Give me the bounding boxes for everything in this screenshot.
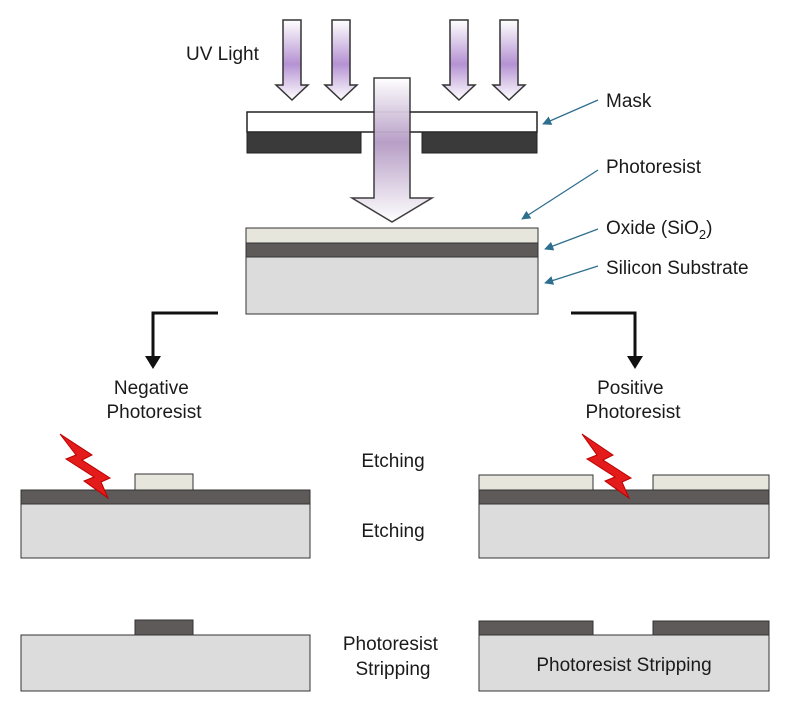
photoresist-label: Photoresist bbox=[606, 157, 702, 178]
substrate-leader bbox=[544, 265, 599, 285]
positive-resist-right bbox=[652, 474, 770, 491]
down-arrow-icon bbox=[274, 19, 310, 102]
negative-photoresist-title: Negative Photoresist bbox=[106, 378, 202, 423]
oxide-label-subscript: 2 bbox=[699, 227, 706, 242]
negative-branch-arrow bbox=[151, 311, 218, 358]
lightning-icon bbox=[59, 433, 112, 500]
negative-title-line2: Photoresist bbox=[106, 402, 202, 423]
down-arrow-icon bbox=[323, 19, 359, 102]
leader-lines bbox=[521, 99, 599, 285]
stripping-line2: Stripping bbox=[356, 659, 431, 680]
stripping-line1: Photoresist bbox=[343, 634, 439, 655]
exposure-arrow bbox=[349, 77, 435, 223]
uv-light-label: UV Light bbox=[186, 44, 260, 65]
positive-photoresist-title: Positive Photoresist bbox=[585, 378, 681, 423]
positive-oxide-left bbox=[478, 620, 594, 636]
negative-final-substrate bbox=[20, 634, 311, 692]
silicon-substrate-label: Silicon Substrate bbox=[606, 258, 749, 279]
negative-stripped-wafer bbox=[20, 619, 311, 692]
lightning-icon bbox=[581, 433, 633, 500]
silicon-substrate bbox=[245, 256, 539, 315]
mask-opaque-left bbox=[246, 131, 362, 154]
negative-oxide-feature bbox=[134, 619, 194, 636]
photoresist-leader bbox=[521, 169, 599, 220]
stripping-right-label: Photoresist Stripping bbox=[536, 655, 711, 676]
negative-substrate bbox=[20, 503, 311, 559]
oxide-leader bbox=[544, 228, 599, 251]
mask-label: Mask bbox=[606, 91, 652, 112]
mask-leader bbox=[542, 99, 599, 125]
wafer-stack bbox=[245, 227, 539, 315]
etching-middle-label: Etching bbox=[361, 521, 424, 542]
oxide-label-close: ) bbox=[706, 218, 712, 239]
positive-branch-arrow bbox=[571, 311, 637, 358]
positive-oxide-right bbox=[652, 620, 770, 636]
positive-stripped-wafer bbox=[478, 620, 770, 692]
down-arrow-icon bbox=[441, 19, 477, 102]
positive-title-line2: Photoresist bbox=[585, 402, 681, 423]
negative-oxide-layer bbox=[20, 489, 311, 505]
mask-opaque-right bbox=[421, 131, 538, 154]
photoresist-layer bbox=[245, 227, 539, 244]
oxide-label-text: Oxide (SiO bbox=[606, 218, 699, 239]
positive-title-line1: Positive bbox=[597, 378, 664, 399]
uv-arrows bbox=[274, 19, 527, 102]
negative-resist-block bbox=[134, 473, 194, 491]
positive-final-substrate bbox=[478, 634, 770, 692]
positive-arrowhead bbox=[627, 356, 643, 369]
negative-developed-wafer bbox=[20, 473, 311, 559]
branch-arrows bbox=[151, 311, 637, 358]
negative-arrowhead bbox=[145, 356, 161, 369]
stripping-center-label: Photoresist Stripping bbox=[343, 634, 443, 680]
positive-developed-wafer bbox=[478, 474, 770, 559]
etching-top-label: Etching bbox=[361, 451, 424, 472]
oxide-layer bbox=[245, 242, 539, 258]
negative-title-line1: Negative bbox=[114, 378, 189, 399]
positive-substrate bbox=[478, 503, 770, 559]
down-arrow-icon bbox=[491, 19, 527, 102]
oxide-label: Oxide (SiO2) bbox=[606, 218, 712, 242]
positive-resist-left bbox=[478, 474, 594, 491]
